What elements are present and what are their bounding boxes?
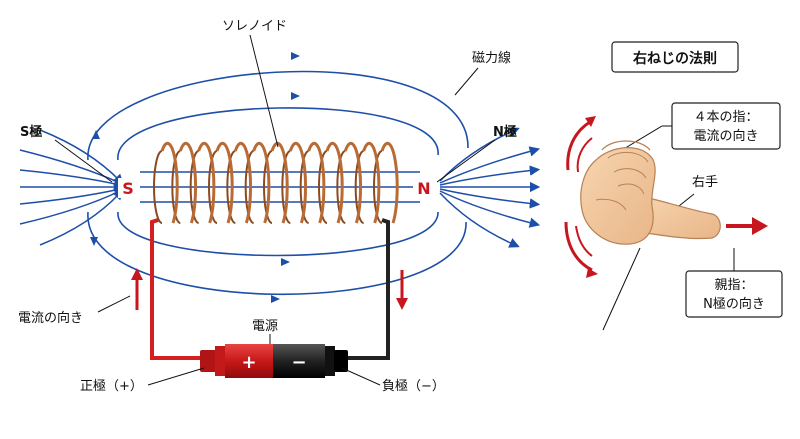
n-pole-leader <box>436 139 496 183</box>
field-arrow <box>291 52 300 60</box>
n-pole-label: N極 <box>493 124 517 140</box>
right-hand-rule-panel: 右ねじの法則 ４本の指： 電流の向き 右手 親指： N極の向き <box>564 41 783 331</box>
coil-turn <box>178 141 198 224</box>
coil-turn-back <box>373 150 383 224</box>
coil-turn <box>380 141 399 224</box>
positive-terminal-leader <box>147 367 205 386</box>
s-marker-bg <box>118 178 138 198</box>
field-lines-leader <box>454 67 479 96</box>
red-wire <box>150 218 205 360</box>
field-line-top-inner <box>117 107 439 161</box>
coil-turn <box>160 141 179 224</box>
thumb-callout-line1: 親指： <box>714 278 753 293</box>
battery-cap-negative <box>334 350 348 372</box>
coil-turn-back <box>208 150 218 224</box>
coil-turn <box>197 141 216 224</box>
current-arrow-left <box>131 268 143 310</box>
field-lines-right <box>439 127 541 248</box>
fingers-callout-line2: 電流の向き <box>693 128 758 144</box>
fingers-leader-2 <box>621 125 663 151</box>
n-marker-bg <box>413 178 435 198</box>
battery-plus-sign: + <box>241 352 256 373</box>
coil-turn-back <box>244 150 254 224</box>
magnetic-field-lines <box>19 52 541 303</box>
field-lines-left <box>19 129 126 246</box>
n-pole-marker: N <box>417 179 430 198</box>
s-pole-marker: S <box>122 179 134 198</box>
battery: + − <box>200 344 348 378</box>
coil-turn <box>215 141 234 224</box>
battery-negative-half <box>273 344 325 378</box>
coil-turn-back <box>189 150 199 224</box>
field-line-bottom-outer <box>87 211 467 296</box>
coil-turn-back <box>318 150 328 224</box>
rotation-arrow-bottom <box>564 221 598 278</box>
rule-title: 右ねじの法則 <box>632 50 717 67</box>
circuit-wires <box>150 218 390 360</box>
coil-turn-back <box>336 150 346 224</box>
north-direction-arrow <box>726 217 768 235</box>
battery-positive-half <box>225 344 273 378</box>
coil-turn-back <box>226 150 236 224</box>
coil-turn <box>362 141 381 224</box>
field-lines-label: 磁力線 <box>472 50 511 66</box>
negative-terminal-label: 負極（−） <box>382 378 445 394</box>
battery-minus-sign: − <box>291 352 306 373</box>
coil-turn-back <box>263 150 273 224</box>
s-pole-leader <box>54 139 113 183</box>
rule-title-box <box>611 41 739 73</box>
field-line-bottom-inner <box>117 211 439 257</box>
current-direction-leader <box>97 295 131 313</box>
battery-cap-positive <box>200 350 216 372</box>
solenoid-label: ソレノイド <box>222 19 287 34</box>
coil-turn <box>307 141 326 224</box>
s-pole-label: S極 <box>20 124 42 140</box>
coil-turn-back <box>354 150 364 224</box>
current-direction-label: 電流の向き <box>18 310 83 326</box>
hand-label: 右手 <box>692 175 718 190</box>
field-line-top-outer <box>87 70 469 161</box>
right-hand-illustration <box>580 140 721 245</box>
negative-terminal-leader <box>341 367 381 386</box>
coil-turn-back <box>281 150 291 224</box>
coil-turn-back <box>171 150 181 224</box>
field-arrow <box>92 130 100 139</box>
thumb <box>639 195 721 240</box>
coil-turn <box>343 141 363 224</box>
current-arrow-right <box>396 270 408 310</box>
field-arrow <box>90 237 98 246</box>
power-source-label: 電源 <box>252 319 278 334</box>
fingers-callout-line1: ４本の指： <box>693 110 758 125</box>
field-arrow <box>291 92 300 100</box>
solenoid-leader <box>249 34 279 148</box>
coil-turn-back <box>299 150 309 224</box>
rotation-arrow-top <box>566 116 596 173</box>
coil-turn <box>270 141 289 224</box>
positive-terminal-label: 正極（+） <box>80 378 143 394</box>
field-arrow <box>281 258 290 266</box>
thumb-callout-line2: N極の向き <box>703 296 765 312</box>
field-arrow <box>271 295 280 303</box>
coil-turn <box>233 141 253 224</box>
coil-turn-back <box>153 150 163 224</box>
coil-turn <box>288 141 308 224</box>
wrist-line <box>602 247 641 331</box>
coil-turn <box>325 141 344 224</box>
fist <box>580 147 656 245</box>
coil-turn <box>252 141 271 224</box>
solenoid-coil <box>153 141 399 224</box>
black-wire <box>340 218 390 360</box>
